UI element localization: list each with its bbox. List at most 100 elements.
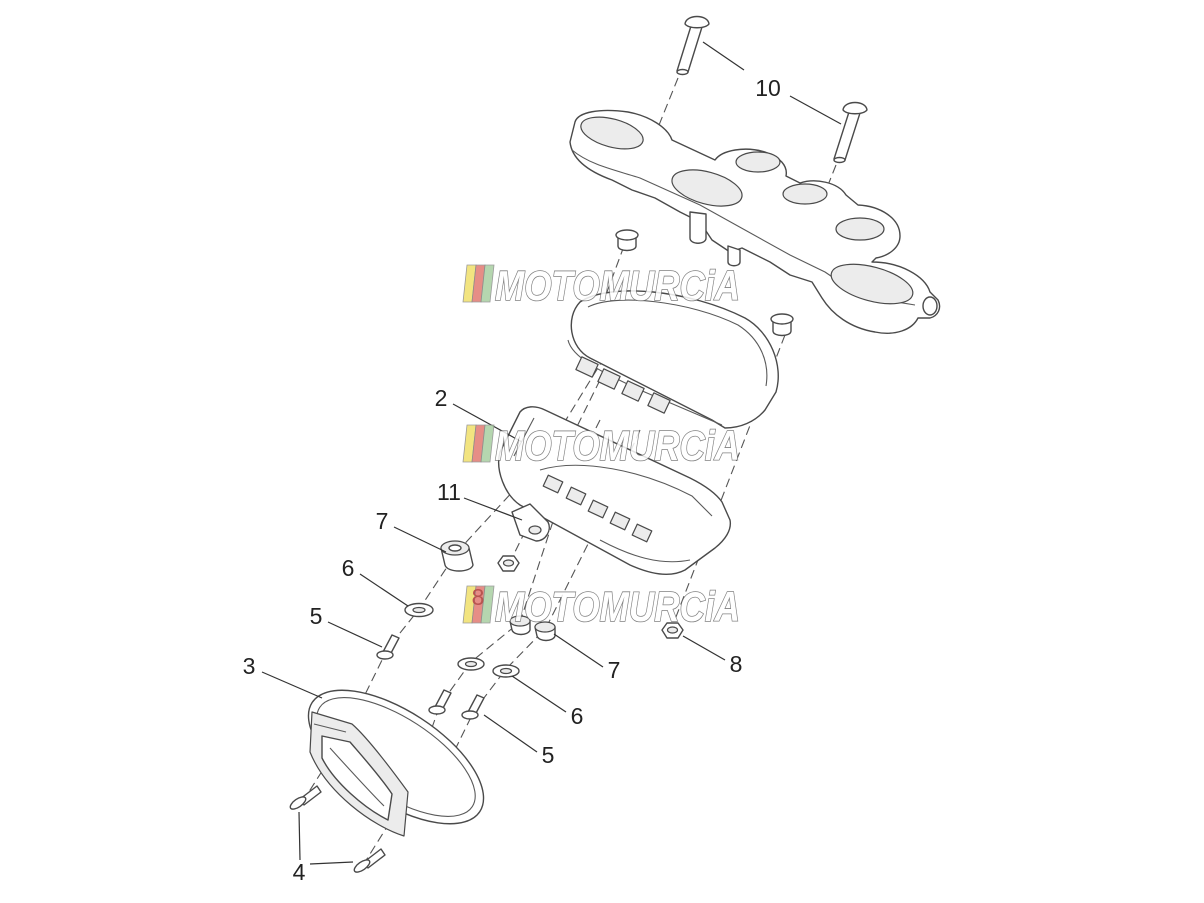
part-6-washer-right-a-hole: [464, 660, 478, 668]
mount-collar-right: [770, 313, 794, 337]
housing-connector: [542, 474, 564, 494]
housing-connector: [609, 511, 631, 531]
callout-7-left: 7: [376, 508, 389, 534]
watermark-stripe: [480, 424, 495, 463]
part-11-bracket-hole: [528, 525, 542, 535]
part-5-screw-right-a-head: [428, 705, 446, 715]
callout-10: 10: [755, 75, 781, 101]
part-2-housing-shell: [498, 406, 732, 576]
part-6-washer-right-b: [492, 664, 520, 678]
leader-7-right: [553, 633, 604, 668]
part-6-washer-right-a: [457, 657, 485, 671]
part-7-grommet-right-b: [534, 621, 556, 642]
screw-10-left-tip: [676, 68, 689, 76]
leader-10-b: [789, 95, 842, 125]
part-7-grommet-left: [440, 540, 474, 572]
part-8-nut-center: [497, 555, 520, 572]
part-7-grommet-right-a: [509, 615, 531, 636]
leader-6-left: [359, 573, 409, 607]
screw-10-right: [833, 101, 868, 164]
part-5-screw-left: [376, 634, 400, 660]
axis-left-collar: [603, 245, 625, 301]
watermark-bottom: MOTOMURCiA: [462, 582, 741, 631]
connector-socket: [597, 368, 621, 390]
top-yoke-pinch-bolt: [922, 296, 938, 316]
mount-collar-left: [615, 229, 639, 252]
top-yoke-bolt-hole: [782, 183, 828, 205]
leader-lines: [261, 41, 842, 865]
part-2-housing-inner-rim: [539, 464, 713, 517]
mount-collar-left-top: [615, 229, 639, 241]
connector-socket: [621, 380, 645, 402]
callout-4: 4: [293, 859, 306, 885]
part-4-screw-b: [353, 848, 386, 873]
leader-6-right: [511, 675, 567, 713]
watermark-text: MOTOMURCiA: [495, 583, 740, 630]
callout-8-center: 8: [472, 584, 485, 610]
screw-10-right-shaft: [833, 111, 861, 161]
leader-2: [452, 403, 523, 443]
part-2-housing-ridge: [513, 417, 535, 457]
screw-10-right-head: [842, 101, 868, 115]
part-6-washer-right-b-hole: [499, 667, 513, 675]
part-3-cover-boss-rib: [313, 723, 347, 733]
leader-7-left: [393, 526, 447, 553]
part-6-washer-left-hole: [412, 606, 426, 614]
screw-10-left-shaft: [676, 25, 703, 73]
connector-socket: [575, 356, 599, 378]
callout-5-right: 5: [542, 742, 555, 768]
leader-5-left: [327, 621, 383, 648]
leader-4-up: [298, 811, 301, 861]
part-2-housing-bottom-edge: [599, 539, 691, 563]
leader-10-a: [702, 41, 745, 71]
watermark-text: MOTOMURCiA: [495, 422, 740, 469]
part-5-screw-right-b-head: [461, 710, 479, 720]
callout-11: 11: [437, 479, 461, 505]
part-2-instrument-housing: [498, 406, 732, 576]
part-4-screw-a-head: [289, 796, 307, 810]
leader-8-right: [682, 635, 726, 661]
top-yoke-stem-post: [689, 211, 707, 244]
part-8-nut-right-bore: [666, 626, 679, 634]
part-5-screw-right-a: [428, 689, 452, 715]
callout-6-right: 6: [571, 703, 584, 729]
leader-4-right: [309, 861, 354, 865]
top-yoke-left-clamp-hole: [580, 116, 644, 150]
top-yoke-center-hole: [671, 169, 743, 207]
housing-connector: [587, 499, 609, 519]
part-8-nut-right: [661, 622, 684, 639]
callout-3: 3: [243, 653, 256, 679]
part-6-washer-left: [404, 602, 434, 618]
top-yoke-right-boss-hole: [835, 217, 885, 241]
watermark-top: MOTOMURCiA: [462, 261, 741, 310]
callout-7-right: 7: [608, 657, 621, 683]
part-7-grommet-left-bore: [448, 544, 462, 552]
screw-10-left: [676, 15, 710, 76]
leader-3: [261, 671, 323, 699]
callouts: 10 2 11 7 6 5 3 4 8 7 6 5 8: [243, 75, 781, 885]
top-yoke-rear-post: [727, 245, 741, 267]
part-4-screw-b-head: [353, 859, 371, 873]
watermark-stripe: [480, 264, 495, 303]
axis-right-mount: [673, 321, 791, 623]
callout-5-left: 5: [310, 603, 323, 629]
top-yoke-stem-hole: [735, 151, 781, 173]
callout-8-right: 8: [730, 651, 743, 677]
mount-collar-right-top: [770, 313, 794, 325]
top-yoke: [569, 109, 941, 334]
part-3-cover-boss-rib: [329, 747, 385, 807]
callout-6-left: 6: [342, 555, 355, 581]
part-5-screw-right-b: [461, 694, 485, 720]
instrument-rear-housing-rim: [587, 299, 768, 387]
part-7-grommet-right-b-top: [534, 621, 556, 633]
part-4-screw-a: [289, 785, 322, 810]
instrument-rear-housing: [567, 290, 779, 429]
part-8-nut-center-bore: [502, 559, 515, 567]
watermark-stripe: [480, 585, 495, 624]
housing-connector: [631, 523, 653, 543]
watermark-middle: MOTOMURCiA: [462, 421, 741, 470]
housing-connector: [565, 486, 587, 506]
screw-10-right-tip: [833, 156, 846, 164]
watermark-text: MOTOMURCiA: [495, 262, 740, 309]
part-5-screw-left-head: [376, 650, 394, 660]
